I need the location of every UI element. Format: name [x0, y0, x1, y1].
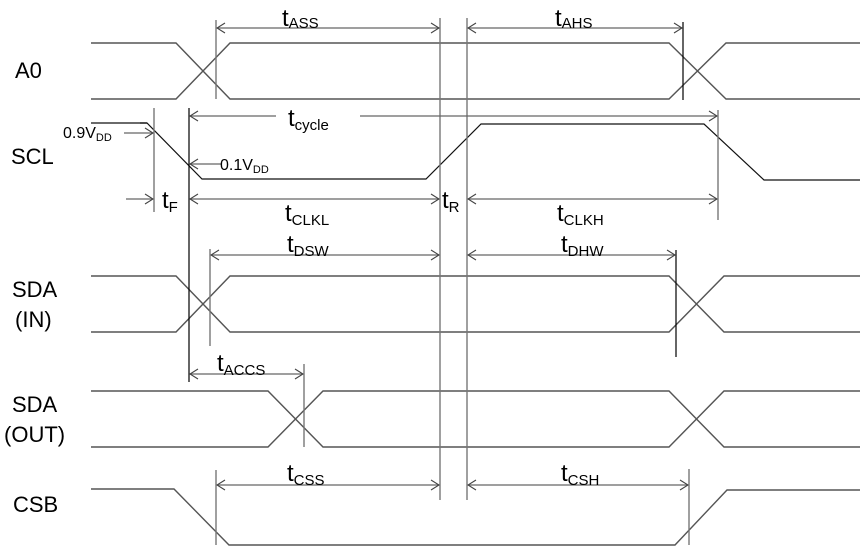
signal-label-sda-in: SDA — [12, 277, 58, 302]
label-t-cycle: tcycle — [288, 105, 329, 134]
signal-label-sda-out: SDA — [12, 392, 58, 417]
label-t-f: tF — [162, 187, 178, 216]
signal-label-sda-in-sub: (IN) — [15, 307, 52, 332]
waveform-sda-in — [91, 275, 860, 333]
voltage-labels: 0.9VDD 0.1VDD — [63, 125, 269, 176]
signal-label-sda-out-sub: (OUT) — [4, 422, 65, 447]
signal-label-csb: CSB — [13, 492, 58, 517]
waveform-a0 — [91, 42, 860, 100]
label-t-clkh: tCLKH — [557, 200, 604, 229]
label-t-r: tR — [442, 187, 460, 216]
label-t-dsw: tDSW — [287, 231, 330, 260]
label-t-ahs: tAHS — [555, 5, 593, 32]
waveform-csb — [91, 488, 860, 546]
label-0p9vdd: 0.9VDD — [63, 125, 112, 144]
signal-label-a0: A0 — [15, 58, 42, 83]
guide-lines — [140, 18, 719, 545]
waveform-scl — [91, 122, 860, 181]
label-t-accs: tACCS — [217, 350, 265, 379]
signal-labels: A0 SCL SDA (IN) SDA (OUT) CSB — [4, 58, 65, 517]
waveform-sda-out — [91, 390, 860, 448]
label-t-ass: tASS — [282, 5, 319, 32]
timing-labels: tASS tAHS tcycle tF tR tCLKL tCLKH tDSW … — [162, 5, 604, 489]
dimension-arrows — [124, 28, 717, 485]
label-t-dhw: tDHW — [561, 231, 604, 260]
label-t-css: tCSS — [287, 460, 325, 489]
label-0p1vdd: 0.1VDD — [220, 157, 269, 176]
label-t-clkl: tCLKL — [285, 200, 329, 229]
label-t-csh: tCSH — [561, 460, 599, 489]
signal-label-scl: SCL — [11, 144, 54, 169]
